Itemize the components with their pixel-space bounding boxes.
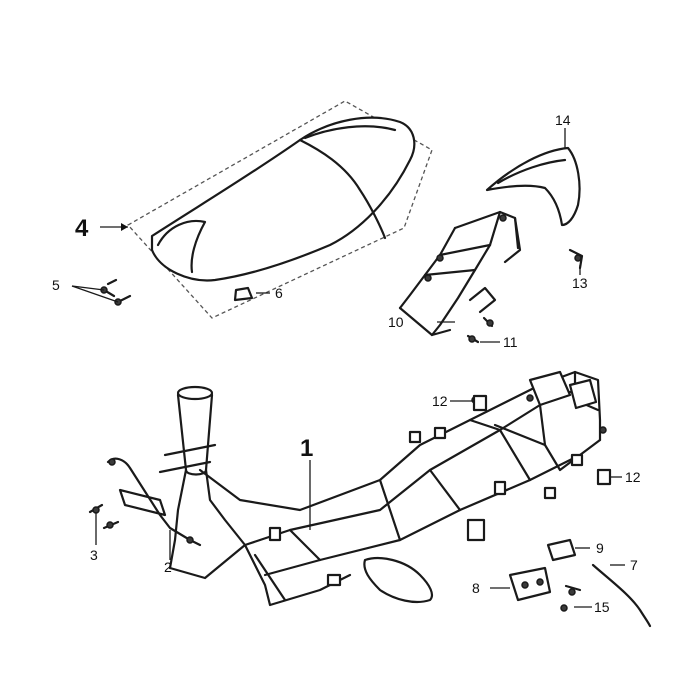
part-7-cable [591,563,652,628]
front-bracket [106,457,202,547]
main-frame [158,370,607,607]
callout-9: 9 [596,540,604,556]
bolts-3 [88,503,120,530]
leader-lines [71,128,625,608]
seat-rear-edge [303,125,397,140]
hardware-11 [466,316,494,344]
seat [150,116,416,282]
seat-rubber-stopper [233,286,254,302]
rear-cowl-inner-edge [496,158,567,185]
part-9-bracket [546,538,577,562]
seat-stitch-line [298,138,387,240]
part-8-lock-plate [508,566,552,602]
callout-15: 15 [594,599,610,615]
hardware-13 [568,248,584,270]
rear-cowl-assembly [485,146,581,227]
rear-cowl [485,146,581,227]
callout-14: 14 [555,112,571,128]
callout-2: 2 [164,559,172,575]
callout-6: 6 [275,285,283,301]
callout-12-right: 12 [625,469,641,485]
seat-assembly [100,100,433,319]
callout-11: 11 [503,334,518,350]
callout-1: 1 [300,435,313,462]
carrier-bracket [398,210,522,337]
callout-4: 4 [75,215,89,242]
callout-3: 3 [90,547,98,563]
part-12-clips [472,394,612,486]
callout-13: 13 [572,275,588,291]
callout-8: 8 [472,580,480,596]
seat-front-panel [156,219,207,274]
part-15-bolts [560,584,582,612]
callout-10: 10 [388,314,404,330]
callout-7: 7 [630,557,638,573]
callout-5: 5 [52,277,60,293]
callout-12-top: 12 [432,393,448,409]
seat-dashed-outline [126,100,433,319]
